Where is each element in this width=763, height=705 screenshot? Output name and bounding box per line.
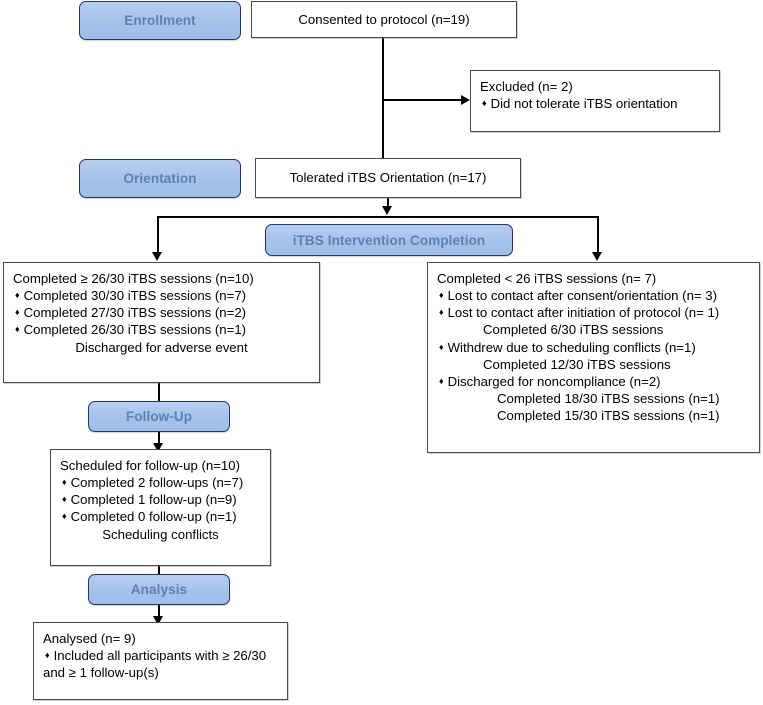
completed-lt26-line: Completed 15/30 iTBS sessions (n=1) (497, 408, 720, 424)
completed-lt26-line: ♦Discharged for noncompliance (n=2) (437, 373, 750, 390)
connector-tolerated-down (387, 198, 389, 211)
stage-label-orientation: Orientation (79, 159, 241, 198)
connector-split-right-down (597, 216, 599, 254)
completed-ge26-content: Completed ≥ 26/30 iTBS sessions (n=10) ♦… (4, 263, 319, 362)
bullet-icon: ♦ (62, 511, 67, 522)
analysed-box: Analysed (n= 9) ♦Included all participan… (33, 622, 288, 700)
completed-ge26-line-text: Completed 26/30 iTBS sessions (n=1) (23, 322, 247, 338)
completed-lt26-line-text: Discharged for noncompliance (n=2) (447, 373, 661, 389)
scheduled-followup-line: ♦Completed 1 follow-up (n=9) (60, 491, 261, 508)
connector-split-horizontal (157, 216, 599, 218)
stage-label-analysis: Analysis (88, 574, 230, 605)
bullet-icon: ♦ (439, 375, 444, 386)
consented-box: Consented to protocol (n=19) (251, 1, 517, 38)
arrowhead-completed-lt26 (592, 252, 602, 261)
completed-at-least-26-box: Completed ≥ 26/30 iTBS sessions (n=10) ♦… (3, 262, 320, 383)
bullet-icon: ♦ (15, 324, 20, 335)
completed-lt26-line-text: Withdrew due to scheduling conflicts (n=… (447, 339, 696, 355)
completed-ge26-line-text: Completed 27/30 iTBS sessions (n=2) (23, 305, 247, 321)
excluded-line: ♦Did not tolerate iTBS orientation (480, 95, 710, 112)
analysed-line: Analysed (n= 9) (43, 631, 136, 646)
completed-lt26-line-text: Lost to contact after consent/orientatio… (447, 288, 717, 304)
completed-ge26-line: ♦Completed 30/30 iTBS sessions (n=7) (13, 287, 310, 304)
arrowhead-scheduled-followup (153, 443, 163, 452)
completed-fewer-than-26-box: Completed < 26 iTBS sessions (n= 7) ♦Los… (427, 262, 760, 453)
completed-ge26-line: Completed ≥ 26/30 iTBS sessions (n=10) (13, 271, 254, 286)
stage-label-enrollment: Enrollment (79, 1, 241, 40)
completed-lt26-line: Completed 12/30 iTBS sessions (483, 356, 671, 372)
analysed-line: ♦Included all participants with ≥ 26/30 (43, 647, 278, 664)
connector-analysis-to-analysed (158, 605, 160, 621)
arrowhead-tolerated-split (382, 206, 392, 215)
completed-lt26-line: Completed 18/30 iTBS sessions (n=1) (497, 391, 720, 407)
scheduled-followup-line: ♦Completed 2 follow-ups (n=7) (60, 474, 261, 491)
bullet-icon: ♦ (15, 290, 20, 301)
arrowhead-to-excluded (461, 95, 470, 105)
bullet-icon: ♦ (15, 307, 20, 318)
completed-lt26-line: Completed < 26 iTBS sessions (n= 7) (437, 271, 657, 286)
completed-lt26-line: Completed 6/30 iTBS sessions (483, 322, 664, 338)
scheduled-followup-box: Scheduled for follow-up (n=10) ♦Complete… (50, 449, 271, 566)
completed-ge26-line: ♦Completed 27/30 iTBS sessions (n=2) (13, 304, 310, 321)
connector-followup-to-scheduled (158, 432, 160, 449)
scheduled-followup-line: Scheduling conflicts (102, 526, 219, 542)
connector-consented-to-excluded (382, 99, 462, 101)
completed-lt26-line: ♦Lost to contact after initiation of pro… (437, 304, 750, 321)
completed-lt26-line: ♦Lost to contact after consent/orientati… (437, 287, 750, 304)
bullet-icon: ♦ (62, 494, 67, 505)
analysed-content: Analysed (n= 9) ♦Included all participan… (34, 623, 287, 687)
completed-lt26-line: ♦Withdrew due to scheduling conflicts (n… (437, 339, 750, 356)
connector-scheduled-to-analysis (158, 565, 160, 575)
arrowhead-analysed (153, 616, 163, 625)
analysed-line-text: Included all participants with ≥ 26/30 (53, 648, 267, 664)
scheduled-followup-line-text: Completed 1 follow-up (n=9) (70, 492, 237, 508)
bullet-icon: ♦ (62, 477, 67, 488)
scheduled-followup-line: ♦Completed 0 follow-up (n=1) (60, 508, 261, 525)
excluded-box-content: Excluded (n= 2) ♦Did not tolerate iTBS o… (471, 71, 719, 118)
bullet-icon: ♦ (439, 290, 444, 301)
completed-lt26-line-text: Lost to contact after initiation of prot… (447, 305, 720, 321)
connector-split-left-down (157, 216, 159, 254)
connector-completed-to-followup (158, 383, 160, 402)
completed-lt26-content: Completed < 26 iTBS sessions (n= 7) ♦Los… (428, 263, 759, 430)
stage-label-intervention-completion: iTBS Intervention Completion (265, 224, 513, 256)
connector-consented-to-tolerated (382, 37, 384, 158)
scheduled-followup-content: Scheduled for follow-up (n=10) ♦Complete… (51, 450, 270, 549)
bullet-icon: ♦ (45, 650, 50, 661)
scheduled-followup-line-text: Completed 2 follow-ups (n=7) (70, 475, 244, 491)
scheduled-followup-line: Scheduled for follow-up (n=10) (60, 458, 240, 473)
bullet-icon: ♦ (439, 307, 444, 318)
scheduled-followup-line-text: Completed 0 follow-up (n=1) (70, 509, 237, 525)
completed-ge26-line: Discharged for adverse event (75, 339, 248, 355)
excluded-box: Excluded (n= 2) ♦Did not tolerate iTBS o… (470, 70, 720, 132)
arrowhead-completed-ge26 (152, 252, 162, 261)
stage-label-followup: Follow-Up (88, 401, 230, 432)
tolerated-text: Tolerated iTBS Orientation (n=17) (289, 170, 487, 186)
completed-ge26-line: ♦Completed 26/30 iTBS sessions (n=1) (13, 321, 310, 338)
consented-text: Consented to protocol (n=19) (298, 11, 470, 27)
bullet-icon: ♦ (482, 98, 487, 109)
excluded-line-text: Did not tolerate iTBS orientation (490, 96, 678, 112)
analysed-line: and ≥ 1 follow-up(s) (43, 665, 159, 681)
completed-ge26-line-text: Completed 30/30 iTBS sessions (n=7) (23, 288, 247, 304)
bullet-icon: ♦ (439, 341, 444, 352)
excluded-line: Excluded (n= 2) (480, 79, 573, 94)
tolerated-box: Tolerated iTBS Orientation (n=17) (255, 158, 521, 198)
